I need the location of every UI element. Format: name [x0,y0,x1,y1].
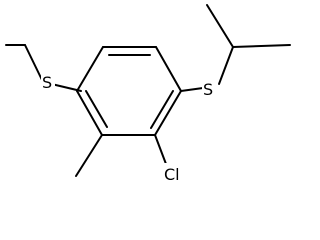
sulfur-left-label: S [42,73,52,92]
bond-ring-methyl [75,134,103,177]
bond-ch-methyl-right [232,44,291,48]
chemical-structure: S S Cl [5,4,291,184]
label-bg-chlorine [163,163,185,183]
bond-ring-s-right [180,87,204,92]
bond-s-left-methyl [24,44,44,83]
ring-bond-lower-left [76,90,103,136]
ring-bond-lower-right [154,90,182,136]
label-bg-s-left [41,72,55,91]
ring-bond-lower-left-inner [85,90,108,128]
sulfur-right-label: S [203,80,213,99]
bond-ring-chlorine [154,134,167,165]
ring-bond-upper-left [76,46,104,92]
label-bg-s-right [202,78,218,98]
bond-s-right-ch [218,46,234,85]
ring-bond-lower-right-inner [150,90,174,129]
ring-bond-upper-right [155,46,182,92]
bond-ch-methyl-left [206,4,234,48]
chlorine-label: Cl [164,165,180,184]
